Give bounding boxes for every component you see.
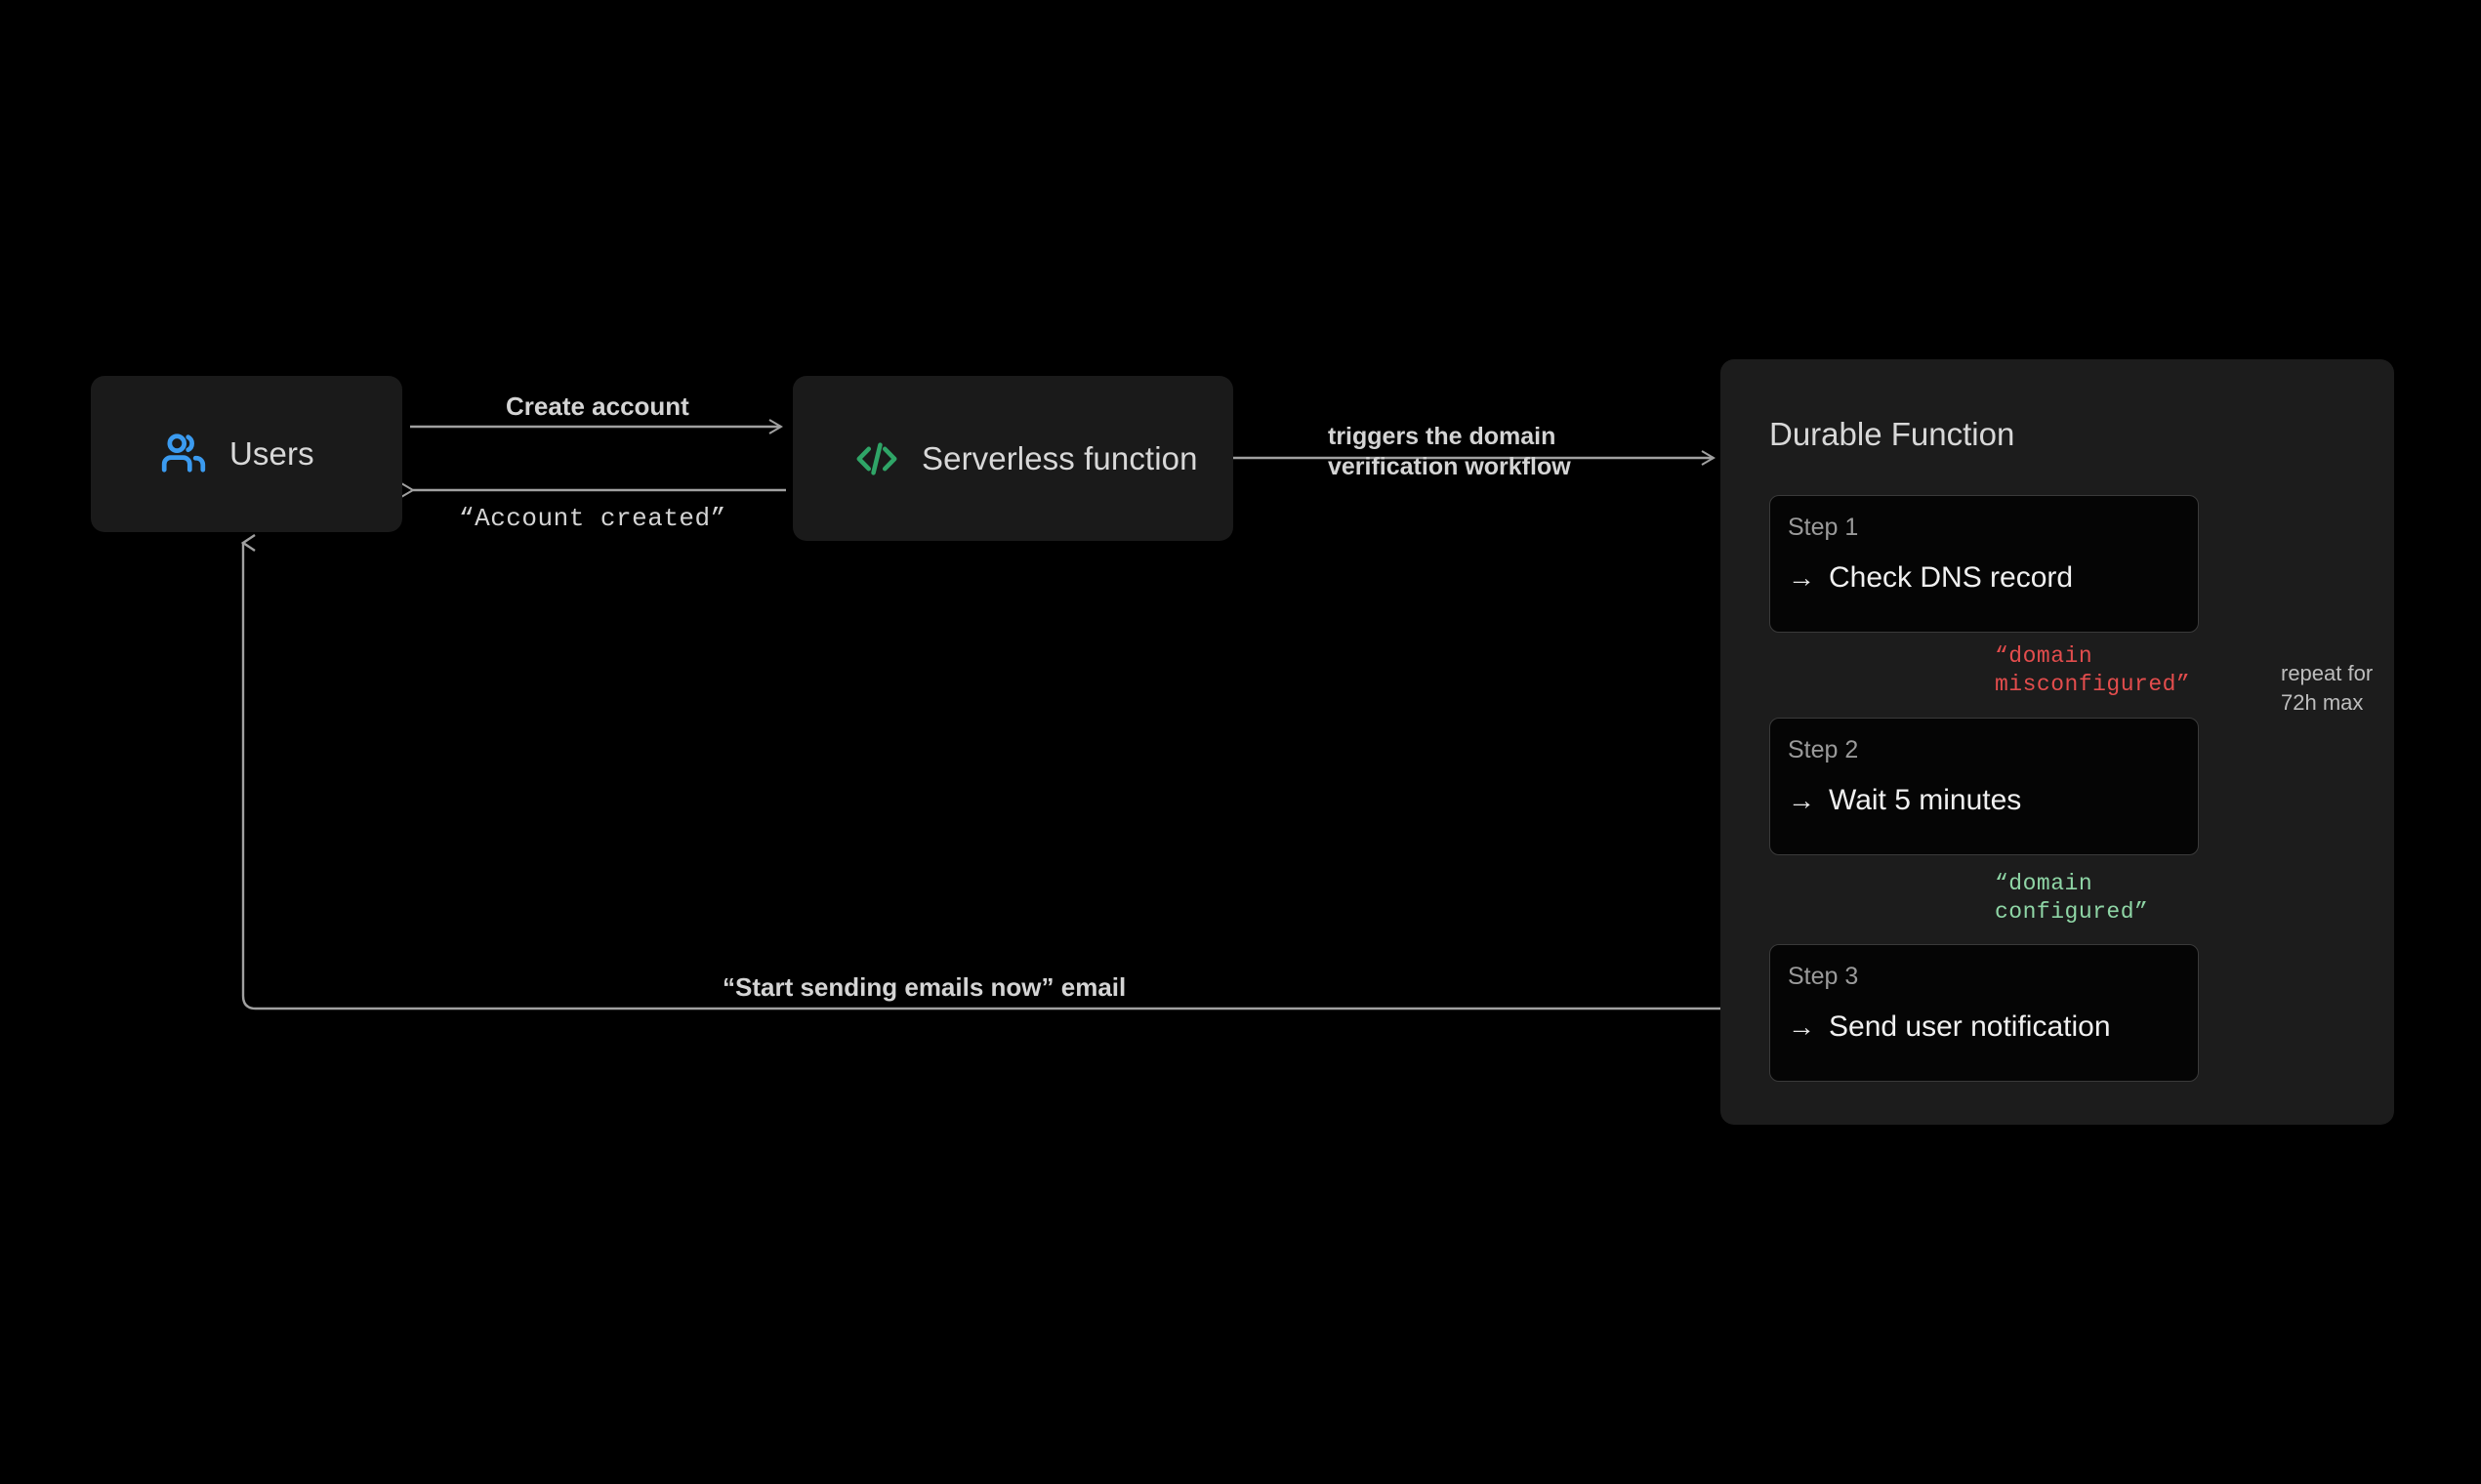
step-1-kicker: Step 1 xyxy=(1788,514,1859,541)
step-2-kicker: Step 2 xyxy=(1788,736,1859,763)
edge-label-start-sending-email: “Start sending emails now” email xyxy=(723,972,1127,1002)
edge-label-repeat-72h: repeat for 72h max xyxy=(2281,661,2374,715)
node-users[interactable]: Users xyxy=(91,376,402,532)
step-2-action: Wait 5 minutes xyxy=(1829,784,2022,816)
durable-function-panel: Durable Function Step 1 → Check DNS reco… xyxy=(1720,359,2394,1125)
edge-label-account-created: “Account created” xyxy=(459,504,726,533)
step-3-body: → Send user notification xyxy=(1788,1010,2198,1044)
users-icon xyxy=(157,428,210,480)
step-3-action: Send user notification xyxy=(1829,1010,2111,1043)
edge-label-domain-misconfigured: “domain misconfigured” xyxy=(1995,643,2191,697)
step-card-2[interactable]: Step 2 → Wait 5 minutes xyxy=(1769,718,2199,855)
edge-label-domain-configured: “domain configured” xyxy=(1995,871,2149,925)
step-card-1[interactable]: Step 1 → Check DNS record xyxy=(1769,495,2199,633)
node-serverless-function[interactable]: Serverless function xyxy=(793,376,1233,541)
edge-label-create-account: Create account xyxy=(506,392,689,421)
node-serverless-label: Serverless function xyxy=(922,439,1198,476)
durable-function-title: Durable Function xyxy=(1769,416,2015,452)
step-1-action: Check DNS record xyxy=(1829,561,2074,594)
step-1-body: → Check DNS record xyxy=(1788,561,2198,595)
edge-start-sending-email xyxy=(240,534,1769,1010)
step-card-3[interactable]: Step 3 → Send user notification xyxy=(1769,944,2199,1082)
arrow-right-icon: → xyxy=(1788,562,1815,593)
arrow-right-icon: → xyxy=(1788,1011,1815,1042)
node-users-label: Users xyxy=(229,435,314,472)
arrow-right-icon: → xyxy=(1788,785,1815,815)
edge-label-triggers-workflow: triggers the domain verification workflo… xyxy=(1328,423,1571,481)
step-3-kicker: Step 3 xyxy=(1788,963,1859,990)
step-2-body: → Wait 5 minutes xyxy=(1788,784,2198,817)
code-brackets-icon xyxy=(851,433,902,484)
